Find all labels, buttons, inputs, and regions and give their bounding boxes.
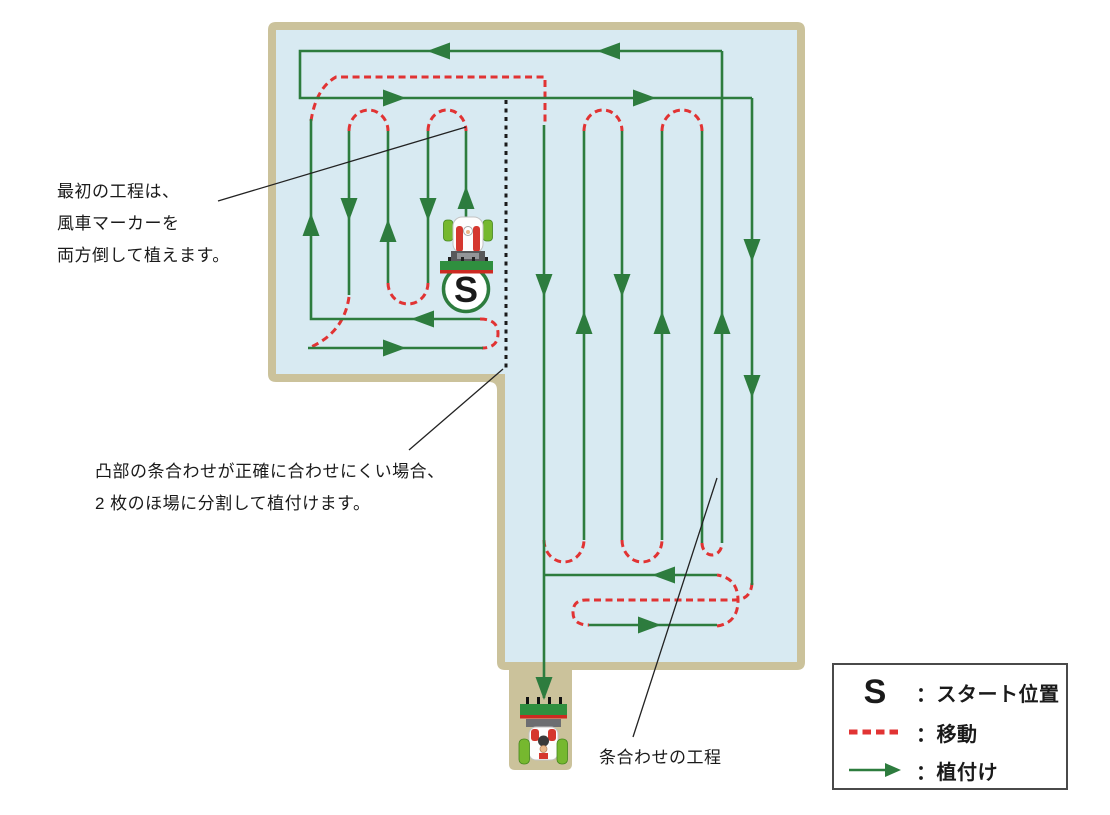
legend-label: ：移動 [916, 723, 978, 746]
arrow-left-icon [652, 566, 675, 584]
planting-arrows [302, 42, 761, 700]
annotation-line: 条合わせの工程 [599, 748, 722, 767]
arrow-right-icon [633, 89, 656, 107]
seedling-tick [485, 257, 488, 262]
legend-label: ：スタート位置 [916, 683, 1060, 706]
planting-top-headland [298, 49, 752, 100]
arrow-down-icon [535, 274, 553, 297]
wheel-icon [518, 738, 530, 765]
seedling-tray-stripe [440, 270, 493, 274]
arrow-down-icon [419, 198, 437, 221]
movement-uturn-bottom-small [700, 542, 724, 557]
steering-wheel-icon [538, 735, 549, 747]
arrow-left-icon [427, 42, 450, 60]
green-arrow-icon [849, 763, 901, 777]
rice-planter-icon-bottom [518, 697, 568, 765]
start-marker-glyph: S [863, 673, 887, 711]
wheel-icon [556, 738, 568, 765]
field [268, 22, 805, 770]
legend-label: ：植付け [916, 761, 998, 784]
arrow-up-icon [457, 186, 475, 209]
field-paddy-surface [276, 30, 797, 662]
driver-icon [539, 745, 548, 753]
planter-red-panel [531, 729, 539, 741]
annotation-first-process: 最初の工程は、 風車マーカーを 両方倒して植えます。 [57, 176, 230, 272]
driver-icon [466, 230, 470, 234]
annotation-line: 風車マーカーを [57, 214, 180, 233]
movement-diagonal-left [310, 296, 351, 349]
legend-item-planting: ：植付け [834, 751, 1066, 789]
start-marker-label: S [454, 269, 478, 310]
seedling-tick [448, 257, 451, 262]
planter-red-panel [456, 226, 463, 252]
marker-arm-icon [443, 219, 454, 242]
annotation-line: 両方倒して植えます。 [57, 246, 230, 265]
seedling-tick [461, 257, 464, 262]
leader-line-split-field [408, 368, 504, 451]
movement-uturn-hook [479, 317, 500, 350]
arrow-left-icon [597, 42, 620, 60]
planter-red-panel [539, 753, 548, 759]
marker-arm-icon [482, 219, 493, 242]
arrow-up-icon [379, 219, 397, 242]
annotation-line: 凸部の条合わせが正確に合わせにくい場合、 [95, 462, 445, 481]
arrow-up-icon [302, 213, 320, 236]
arrow-right-icon [638, 616, 661, 634]
arrow-up-icon [713, 311, 731, 334]
legend-item-start: S ：スタート位置 [834, 671, 1066, 713]
planter-red-panel [548, 729, 556, 741]
arrow-right-icon [383, 339, 406, 357]
seedling-tick [548, 697, 551, 705]
planter-bumper [526, 719, 561, 727]
arrow-up-icon [653, 311, 671, 334]
arrow-down-icon [743, 239, 761, 262]
annotation-line: 2 枚のほ場に分割して植付けます。 [95, 494, 371, 513]
seedling-tick [526, 697, 529, 705]
legend-start-symbol: S [834, 675, 916, 709]
seedling-tick [559, 697, 562, 705]
arrow-right-icon [383, 89, 406, 107]
leader-line-first-process [217, 126, 467, 202]
arrow-up-icon [575, 311, 593, 334]
arrow-left-icon [411, 310, 434, 328]
arrow-down-icon [743, 375, 761, 398]
arrow-down-icon [613, 274, 631, 297]
leader-line-row-alignment [632, 477, 718, 738]
movement-bottom-transfer [571, 582, 754, 627]
seedling-tray [440, 261, 493, 270]
arrow-down-icon [340, 198, 358, 221]
seedling-tray-stripe [520, 715, 567, 719]
annotation-split-field: 凸部の条合わせが正確に合わせにくい場合、 2 枚のほ場に分割して植付けます。 [95, 456, 445, 520]
legend-planting-symbol [834, 760, 916, 780]
annotation-row-alignment: 条合わせの工程 [599, 742, 722, 774]
legend: S ：スタート位置 ：移動 ：植付け [832, 663, 1068, 790]
movement-path [309, 75, 754, 628]
leader-lines [217, 126, 718, 738]
annotation-line: 最初の工程は、 [57, 182, 180, 201]
seedling-tray [520, 704, 567, 715]
legend-movement-symbol [834, 728, 916, 736]
planter-bumper [457, 253, 479, 259]
movement-uturn-hook [716, 573, 740, 628]
dashed-line-icon [849, 729, 901, 735]
movement-top-left-transfer [309, 75, 547, 125]
planter-red-panel [473, 226, 480, 252]
rice-planter-icon-top [440, 216, 493, 274]
seedling-tick [537, 697, 540, 705]
legend-item-movement: ：移動 [834, 713, 1066, 751]
arrow-down-icon [535, 677, 553, 700]
seedling-tick [472, 257, 475, 262]
